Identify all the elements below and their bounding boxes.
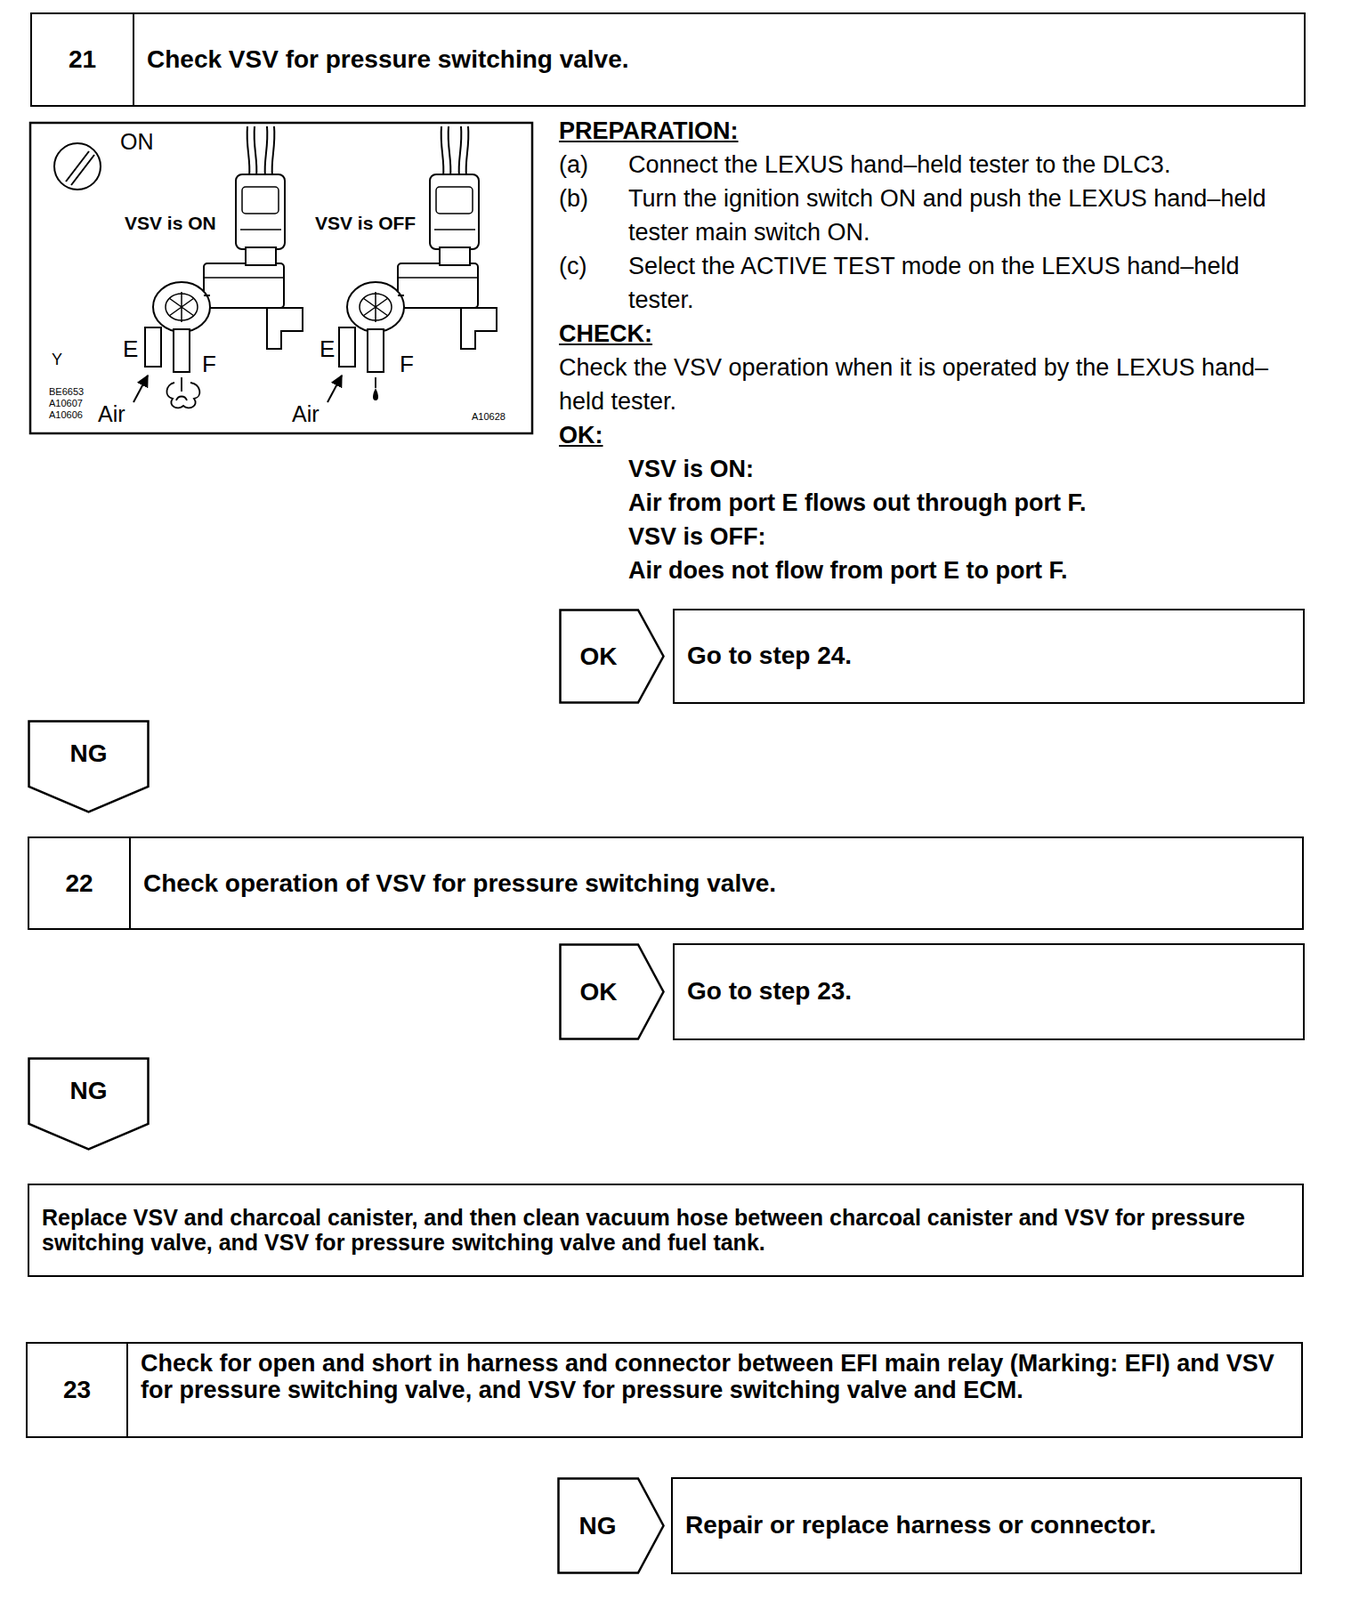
action-box: Replace VSV and charcoal canister, and t… (27, 1183, 1304, 1278)
figure-label: E (319, 336, 335, 363)
ok-criteria: VSV is ON: (558, 452, 754, 486)
shape-outline-path (560, 610, 664, 704)
item-text: Connect the LEXUS hand–held tester to th… (628, 147, 1311, 182)
air-puff (166, 377, 200, 408)
section-heading: PREPARATION: (558, 113, 739, 148)
result-arrow: NG (557, 1477, 665, 1575)
figure-label: Air (97, 402, 126, 428)
step-number: 23 (27, 1343, 129, 1437)
figure-label: VSV is ON (121, 211, 219, 235)
figure-label: A10628 (471, 411, 506, 422)
ok-criteria: Air from port E flows out through port F… (558, 485, 1086, 520)
figure-label: BE6653 (48, 386, 84, 397)
item-text: Select the ACTIVE TEST mode on the LEXUS… (628, 249, 1311, 317)
figure-label: A10606 (48, 409, 83, 421)
result-arrow: OK (558, 608, 665, 704)
item-letter: (c) (558, 249, 629, 317)
branch-label: NG (579, 1512, 617, 1541)
check-text: Check the VSV operation when it is opera… (558, 350, 1311, 419)
drip (372, 388, 379, 401)
vsv-on-drawing (133, 126, 303, 403)
action-text: Repair or replace harness or connector. (672, 1479, 1301, 1573)
step-box: 22Check operation of VSV for pressure sw… (27, 836, 1304, 931)
step-number: 21 (32, 14, 135, 106)
action-box: Repair or replace harness or connector. (671, 1477, 1303, 1575)
figure-label: ON (120, 129, 154, 155)
branch-label: OK (580, 642, 618, 672)
section-heading: OK: (558, 418, 604, 453)
figure-label: A10607 (48, 397, 83, 409)
branch-label: NG (70, 739, 108, 769)
branch-arrow: NG (27, 719, 150, 814)
item-letter: (b) (558, 181, 629, 250)
figure-label: VSV is OFF (312, 211, 419, 235)
branch-arrow: NG (27, 1057, 150, 1151)
step-title: Check for open and short in harness and … (128, 1343, 1302, 1437)
ignition-key (65, 151, 95, 186)
branch-label: NG (70, 1076, 108, 1106)
shape-outline-path (558, 1479, 664, 1574)
item-letter: (a) (558, 147, 629, 182)
shape-outline-path (29, 1059, 149, 1150)
figure-label: F (399, 351, 414, 378)
action-box: Go to step 23. (672, 943, 1305, 1041)
ok-criteria: VSV is OFF: (558, 519, 767, 554)
figure-label: Air (291, 402, 320, 428)
item-text: Turn the ignition switch ON and push the… (628, 181, 1311, 250)
action-text: Go to step 24. (674, 610, 1303, 703)
section-heading: CHECK: (558, 316, 653, 351)
vsv-off-drawing (327, 126, 497, 403)
step-title: Check VSV for pressure switching valve. (134, 14, 1304, 106)
ok-criteria: Air does not flow from port E to port F. (558, 553, 1068, 588)
action-text: Replace VSV and charcoal canister, and t… (29, 1185, 1303, 1276)
figure-frame (30, 122, 533, 434)
step-box: 21Check VSV for pressure switching valve… (30, 12, 1306, 107)
result-arrow: OK (558, 943, 665, 1041)
shape-outline-path (560, 945, 664, 1040)
step-title: Check operation of VSV for pressure swit… (130, 838, 1303, 929)
procedure-text: PREPARATION:(a)Connect the LEXUS hand–he… (558, 113, 1311, 588)
shape-outline-path (29, 721, 149, 813)
figure-label: E (122, 336, 138, 363)
action-box: Go to step 24. (672, 608, 1305, 704)
branch-label: OK (580, 978, 618, 1007)
figure-label: Y (51, 351, 63, 370)
figure-label: F (202, 351, 217, 378)
ignition-symbol (54, 143, 101, 190)
action-text: Go to step 23. (674, 945, 1303, 1039)
step-number: 22 (29, 838, 131, 929)
step-box: 23Check for open and short in harness an… (25, 1342, 1303, 1439)
no-flow-drip (374, 377, 377, 389)
